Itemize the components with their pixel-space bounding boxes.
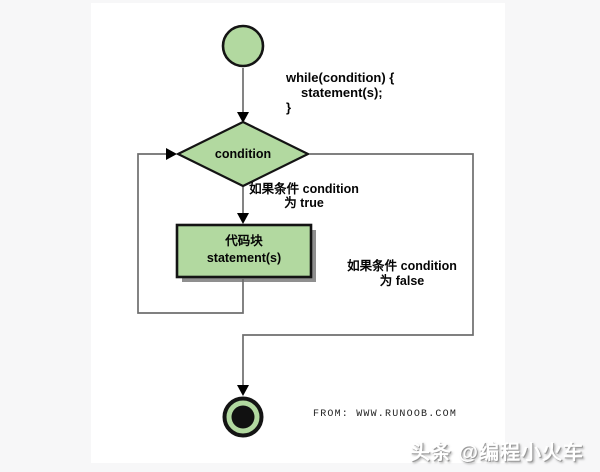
process-node-line: 代码块 [225,234,263,248]
process-rect [175,223,313,279]
false-branch-label: 如果条件 condition 为 false [341,259,463,289]
condition-diamond [175,120,311,188]
end-node-core [231,405,255,429]
true-branch-line: 为 true [284,196,324,210]
source-credit: FROM: WWW.RUNOOB.COM [313,409,458,420]
process-node-line: statement(s) [206,251,282,265]
arrowhead-down-icon [237,385,249,396]
start-node [221,24,265,68]
arrowhead-right-icon [166,148,177,160]
loop-back-connector [137,153,244,314]
condition-label: condition [214,147,272,161]
watermark: 头条 @编程小火车 [409,442,584,464]
false-branch-line: 为 false [379,274,425,288]
code-line: while(condition) { [286,70,395,85]
true-branch-line: 如果条件 condition [249,182,359,196]
arrowhead-down-icon [237,112,249,123]
false-branch-connector [242,153,474,387]
code-snippet: while(condition) { statement(s); } [286,70,394,115]
true-branch-label: 如果条件 condition 为 true [243,182,365,210]
code-line: } [286,100,292,115]
false-branch-line: 如果条件 condition [347,259,457,273]
code-line: statement(s); [301,85,383,100]
process-node-label: 代码块 statement(s) [177,233,311,267]
arrowhead-down-icon [237,213,249,224]
